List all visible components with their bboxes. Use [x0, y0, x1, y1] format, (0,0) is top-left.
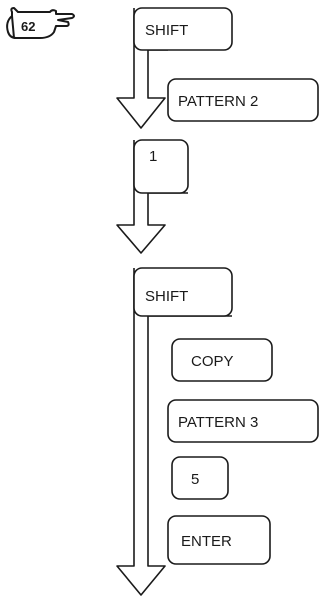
step-number: 62 [21, 19, 35, 34]
group-3: SHIFT COPY PATTERN 3 5 ENTER [116, 267, 319, 596]
key-1-label: 1 [149, 148, 157, 165]
copy-key-label: COPY [191, 353, 234, 370]
pattern-3-key [167, 399, 319, 443]
group-2: 1 [116, 139, 189, 254]
pattern-3-key-label: PATTERN 3 [178, 414, 258, 431]
group-1: SHIFT PATTERN 2 [116, 7, 319, 129]
shift-key-label: SHIFT [145, 288, 188, 305]
copy-key [171, 338, 273, 382]
key-5-label: 5 [191, 471, 199, 488]
pattern-2-key [167, 78, 319, 122]
pattern-2-key-label: PATTERN 2 [178, 93, 258, 110]
enter-key-label: ENTER [181, 533, 232, 550]
shift-key [133, 267, 233, 317]
shift-key-label: SHIFT [145, 22, 188, 39]
shift-key [133, 7, 233, 51]
flow-arrow [116, 268, 232, 596]
flow-arrow [116, 8, 168, 129]
flow-arrow [116, 140, 188, 254]
key-1 [133, 139, 189, 194]
pointing-hand-icon [6, 7, 75, 39]
enter-key [167, 515, 271, 565]
step-marker: 62 [6, 7, 75, 39]
key-5 [171, 456, 229, 500]
